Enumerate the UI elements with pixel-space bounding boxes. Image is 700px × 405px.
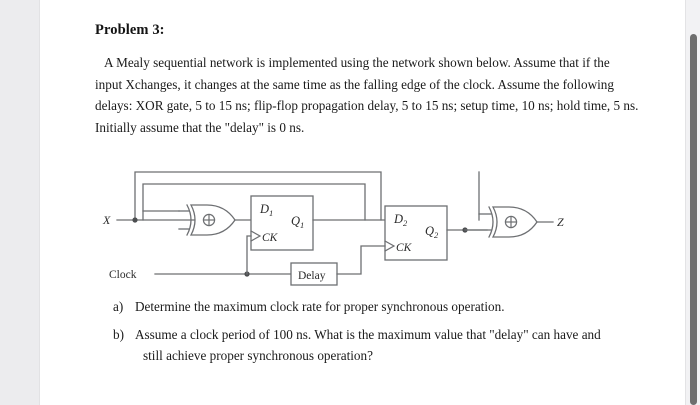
circuit-diagram-figure: X D1 Q1 CK D2 Q2 CK Z Clock Delay [95,163,575,288]
label-q1: Q1 [291,214,304,230]
feedback-wire-outer [134,171,382,221]
label-d1: D1 [259,202,273,218]
label-input-x: X [102,213,111,227]
question-a-label: a) [113,299,124,314]
vertical-scrollbar-track[interactable] [685,0,700,405]
question-b-label: b) [113,326,124,342]
clock-to-ff1-wire [246,235,252,275]
question-item-b: b) Assume a clock period of 100 ns. What… [113,324,643,367]
flipflop-1-clock-triangle [250,230,262,242]
delay-to-ff2-wire [336,245,386,275]
question-b-text: Assume a clock period of 100 ns. What is… [135,326,601,342]
circuit-diagram-svg: X D1 Q1 CK D2 Q2 CK Z Clock Delay [102,171,564,286]
question-list: a) Determine the maximum clock rate for … [113,296,643,373]
label-d2: D2 [393,212,408,228]
problem-text-block: Problem 3: A Mealy sequential network is… [95,22,640,138]
label-ck1: CK [262,232,279,244]
xor-gate-2-arc [488,206,494,238]
label-clock: Clock [109,269,137,281]
problem-paragraph: A Mealy sequential network is implemente… [95,52,640,138]
paragraph-line-4: hold time, 5 ns. Initially assume that t… [95,98,639,135]
question-b-continuation: still achieve proper synchronous operati… [143,348,373,363]
flipflop-2-box [384,205,448,261]
flipflop-1-box [250,195,314,251]
label-ck2: CK [396,242,413,254]
paragraph-line-1: A Mealy sequential network is implemente… [104,55,610,70]
question-a-text: Determine the maximum clock rate for pro… [135,299,505,314]
question-b-text-wrap: Assume a clock period of 100 ns. What is… [135,324,643,367]
feedback-wire-inner [142,183,366,221]
page-title: Problem 3: [95,22,165,38]
flipflop-2-clock-triangle [384,240,396,252]
label-delay-box: Delay [298,270,326,282]
xor-gate-1-arc [186,204,192,236]
junction-dot-x [132,217,138,223]
question-item-a: a) Determine the maximum clock rate for … [113,296,643,318]
vertical-scrollbar-thumb[interactable] [690,34,697,405]
label-q2: Q2 [425,224,439,240]
document-page: Problem 3: A Mealy sequential network is… [40,0,685,405]
paragraph-line-2: input Xchanges, it changes at the same t… [95,76,560,92]
label-output-z: Z [557,215,564,229]
paragraph-line-3: following delays: XOR gate, 5 to 15 ns; … [95,76,614,114]
